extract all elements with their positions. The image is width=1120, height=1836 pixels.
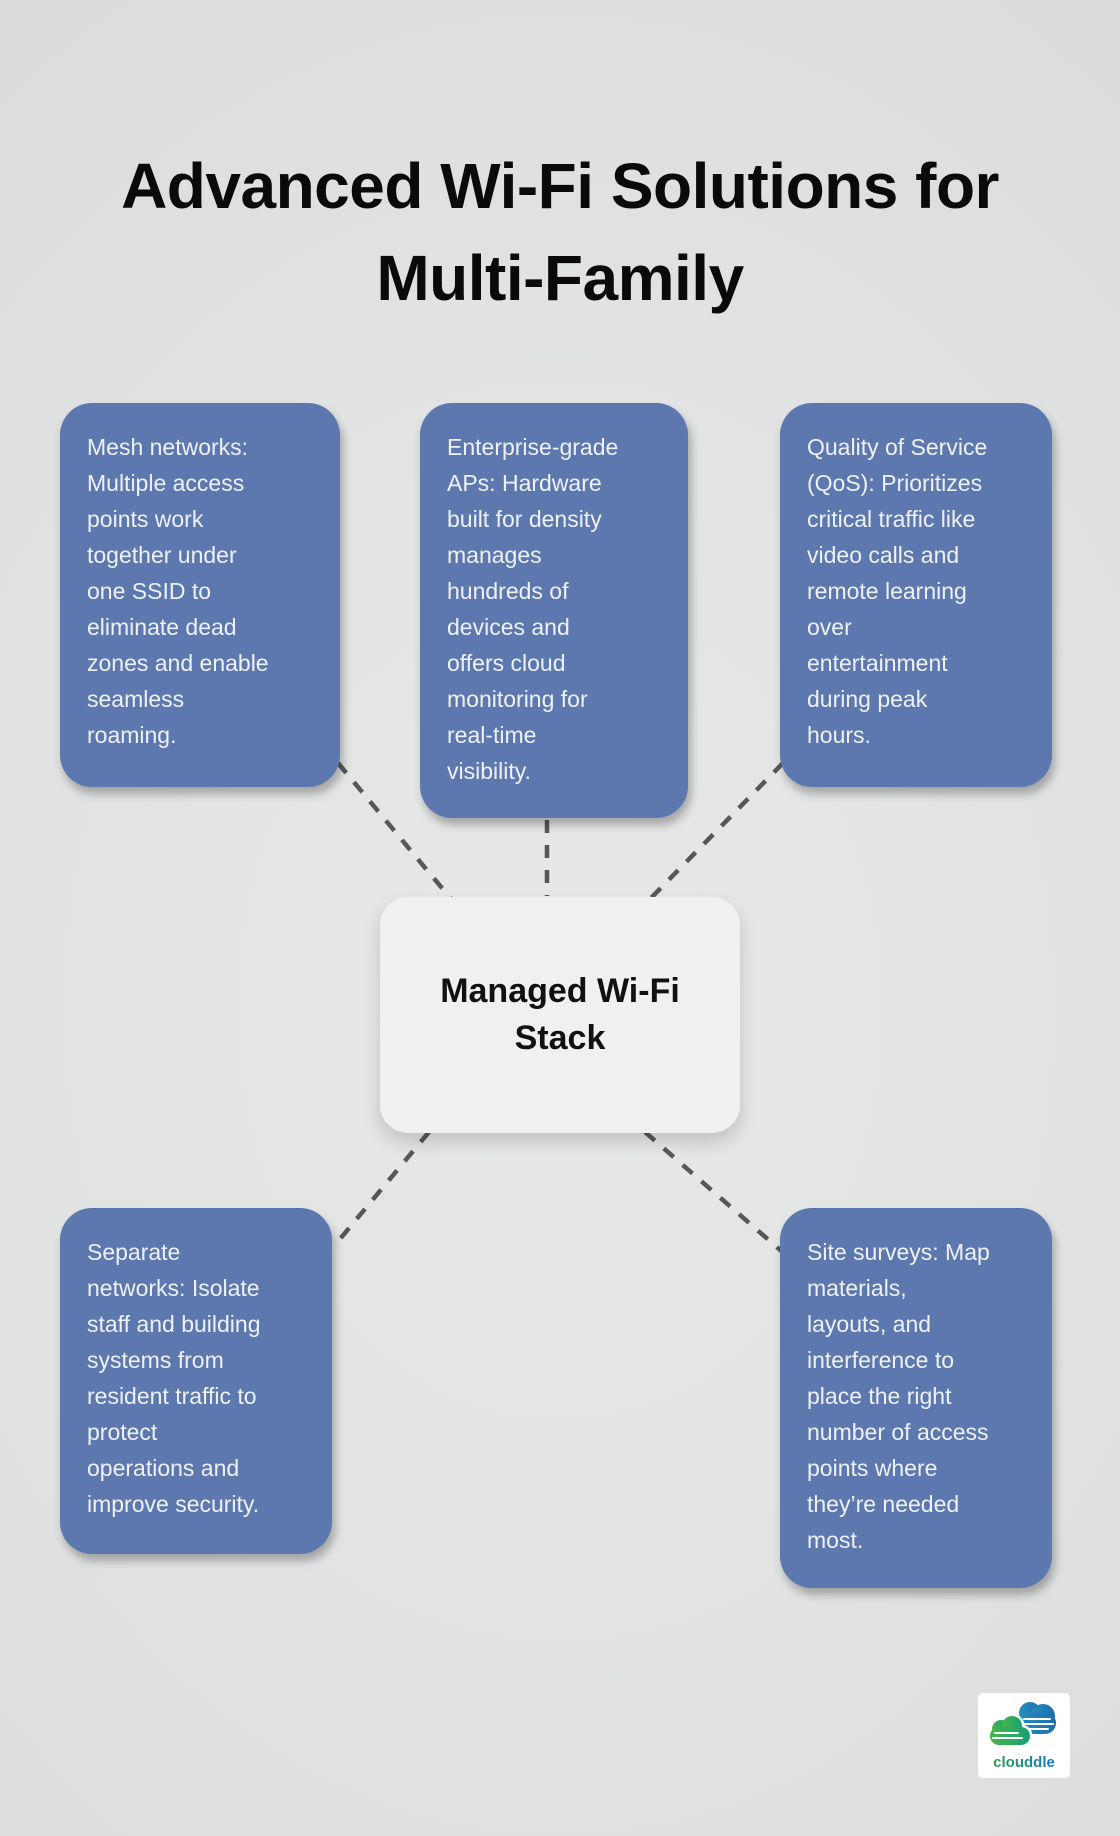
- node-quality-of-service: Quality of Service (QoS): Prioritizes cr…: [780, 403, 1052, 787]
- brand-text: clouddle: [993, 1754, 1055, 1771]
- connector-center-to-separate: [333, 1130, 431, 1247]
- clouddle-clouds-icon: clouddle: [987, 1701, 1056, 1771]
- center-node-managed-wifi-stack: Managed Wi-Fi Stack: [380, 897, 740, 1133]
- connector-center-to-site: [643, 1130, 789, 1258]
- clouddle-logo: clouddle: [978, 1693, 1070, 1778]
- node-separate-networks: Separate networks: Isolate staff and bui…: [60, 1208, 332, 1554]
- node-enterprise-grade-aps: Enterprise-grade APs: Hardware built for…: [420, 403, 688, 818]
- node-mesh-networks: Mesh networks: Multiple access points wo…: [60, 403, 340, 787]
- blue-cloud-shape: [1018, 1701, 1056, 1734]
- node-site-surveys: Site surveys: Map materials, layouts, an…: [780, 1208, 1052, 1588]
- green-cloud-shape: [990, 1715, 1030, 1745]
- page-title: Advanced Wi-Fi Solutions for Multi-Famil…: [121, 149, 999, 315]
